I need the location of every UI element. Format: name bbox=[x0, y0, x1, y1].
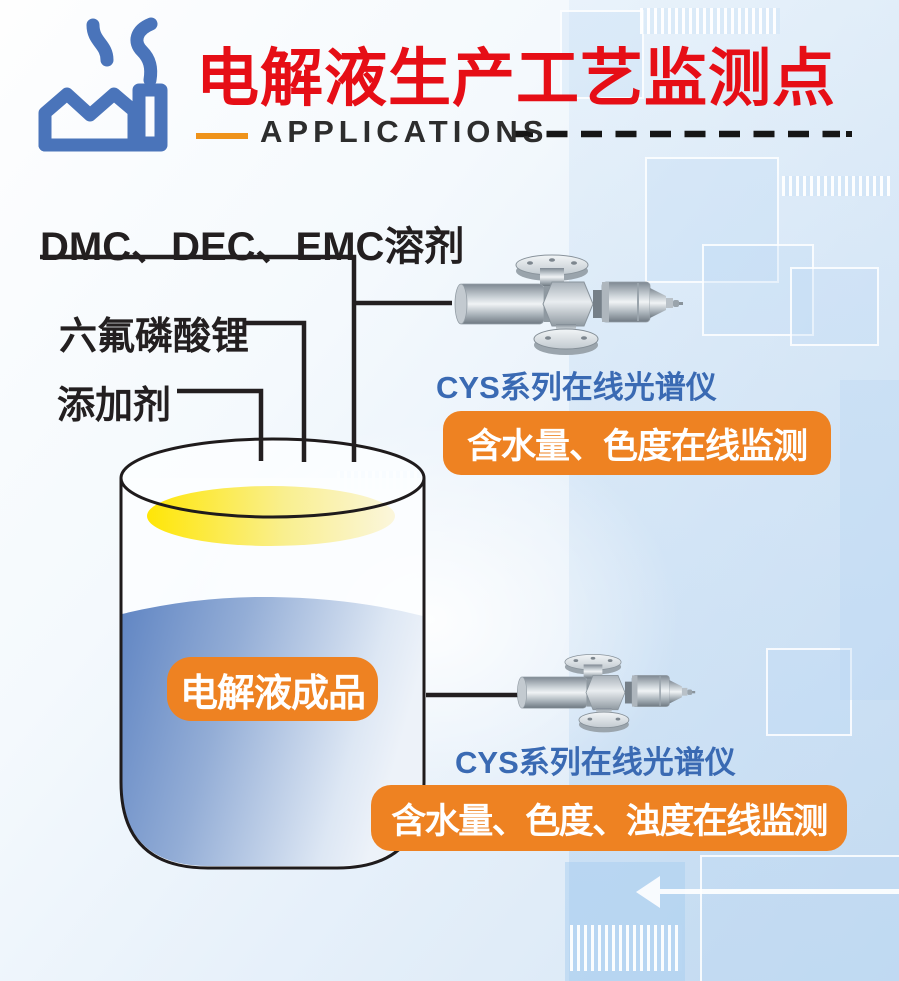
label-lithium-salt: 六氟磷酸锂 bbox=[59, 316, 250, 358]
accent-dash bbox=[196, 133, 248, 139]
instrument-caption-bottom: CYS系列在线光谱仪 bbox=[455, 745, 736, 780]
connector-lines bbox=[40, 254, 521, 698]
product-badge: 电解液成品 bbox=[167, 657, 378, 721]
additive-connector bbox=[177, 388, 264, 461]
monitoring-badge-top: 含水量、色度在线监测 bbox=[443, 411, 831, 475]
bg-square bbox=[790, 267, 879, 346]
bg-panel bbox=[840, 380, 899, 700]
bg-arrow-icon bbox=[636, 876, 660, 908]
solvent-connector bbox=[40, 254, 357, 462]
bg-square bbox=[645, 157, 779, 283]
monitoring-badge-bottom: 含水量、色度、浊度在线监测 bbox=[371, 785, 847, 851]
instrument-caption-top: CYS系列在线光谱仪 bbox=[436, 370, 717, 405]
page-title: 电解液生产工艺监测点 bbox=[196, 44, 836, 114]
label-solvent: DMC、DEC、EMC溶剂 bbox=[40, 225, 465, 269]
bg-arrow-tail bbox=[660, 889, 899, 894]
bg-square bbox=[766, 648, 852, 736]
lithium-salt-connector bbox=[245, 320, 307, 462]
factory-icon bbox=[38, 17, 168, 152]
bg-stripes bbox=[570, 925, 682, 971]
bg-square bbox=[560, 10, 644, 99]
spectrometer-image-bottom bbox=[516, 653, 696, 734]
label-additive: 添加剂 bbox=[57, 385, 172, 427]
bg-stripes bbox=[782, 176, 890, 196]
spectrometer-image-top bbox=[454, 254, 684, 356]
bg-square bbox=[702, 244, 814, 336]
page-subtitle: APPLICATIONS bbox=[260, 114, 549, 149]
bg-square bbox=[700, 855, 899, 981]
bg-stripes bbox=[640, 8, 780, 34]
header-dashed-line bbox=[512, 130, 852, 138]
